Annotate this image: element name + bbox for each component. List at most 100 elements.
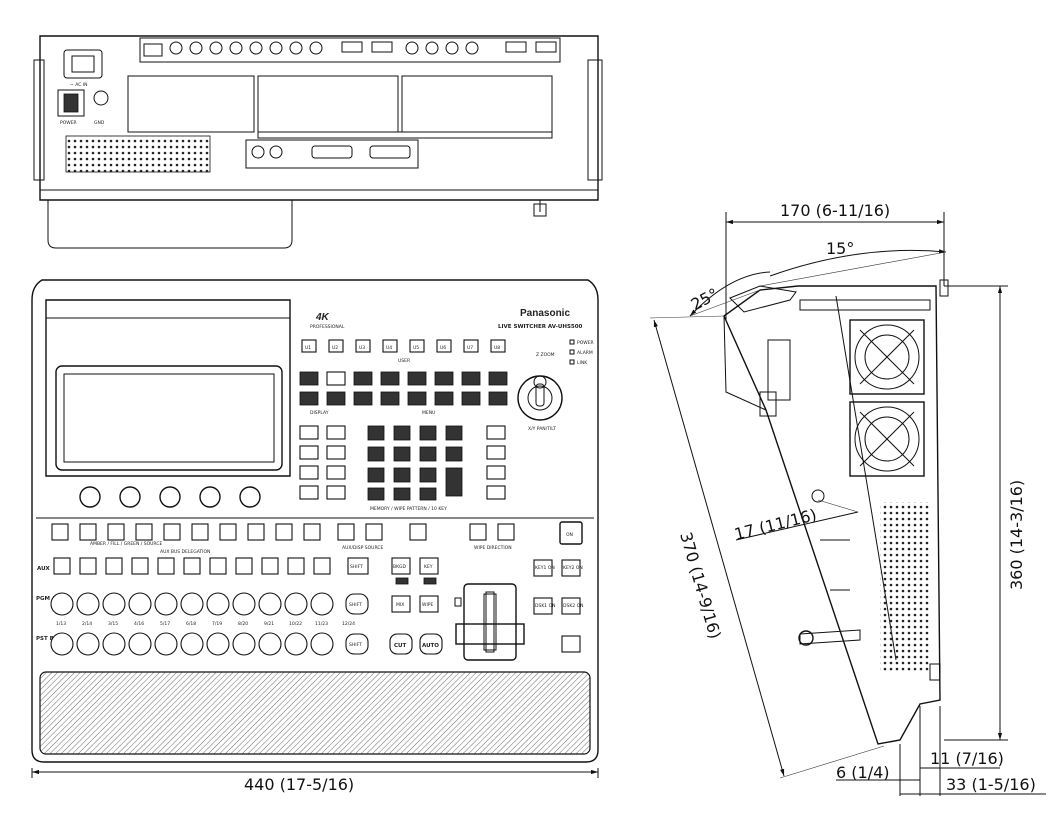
rear-vent-grille: [65, 135, 211, 173]
svg-text:DSK1 ON: DSK1 ON: [535, 603, 555, 609]
crosspoint-numbers: 1/13 2/14 3/15 4/16 5/17 6/18 7/19 8/20 …: [56, 621, 355, 627]
dim-angle-15: 15°: [826, 239, 854, 258]
svg-text:AUX/DISP SOURCE: AUX/DISP SOURCE: [342, 545, 384, 551]
transition-fader[interactable]: [463, 583, 517, 661]
svg-text:MIX: MIX: [396, 602, 404, 608]
svg-text:7/19: 7/19: [212, 621, 222, 627]
cooling-fan-icon: [849, 401, 925, 477]
function-knobs: [79, 486, 261, 508]
bnc-connectors: [169, 41, 479, 55]
dim-angle-25: 25°: [688, 284, 722, 314]
knob-f1-icon[interactable]: [79, 486, 101, 508]
dim-height-370: 370 (14-9/16): [676, 530, 725, 641]
on-button[interactable]: [559, 521, 583, 545]
dim-width: 440 (17-5/16): [244, 775, 354, 794]
user-button-u5[interactable]: [409, 339, 425, 353]
svg-text:U3: U3: [359, 345, 365, 351]
svg-text:ALARM: ALARM: [577, 350, 593, 356]
svg-text:8/20: 8/20: [238, 621, 248, 627]
aux-delegation-row: ON AMBER / FILL / GREEN / SOURCE AUX BUS…: [51, 521, 583, 555]
svg-text:DSK2 ON: DSK2 ON: [563, 603, 583, 609]
svg-text:12/24: 12/24: [342, 621, 355, 627]
svg-text:WIPE: WIPE: [422, 602, 433, 608]
svg-text:X/Y PAN/TILT: X/Y PAN/TILT: [528, 426, 556, 432]
lcd-screen: [55, 365, 283, 471]
user-button-u7[interactable]: [463, 339, 479, 353]
svg-text:ON: ON: [566, 532, 573, 538]
knob-f2-icon[interactable]: [119, 486, 141, 508]
mix-button[interactable]: [391, 595, 411, 613]
cut-button[interactable]: [389, 633, 413, 655]
svg-text:DISPLAY: DISPLAY: [310, 410, 329, 416]
user-button-u4[interactable]: [382, 339, 398, 353]
key-button[interactable]: [419, 557, 439, 575]
svg-text:MENU: MENU: [422, 410, 435, 416]
dim-6: 6 (1/4): [836, 763, 890, 782]
user-button-u3[interactable]: [355, 339, 371, 353]
wipe-button[interactable]: [419, 595, 439, 613]
rear-view: ~ AC IN POWER GND: [33, 35, 603, 249]
ac-inlet-icon: [63, 49, 103, 79]
gnd-terminal-icon: [93, 90, 109, 106]
svg-text:1/13: 1/13: [56, 621, 66, 627]
pgm-bus-row: PGM A SHIFT: [36, 592, 369, 616]
svg-text:U7: U7: [467, 345, 473, 351]
dim-11: 11 (7/16): [930, 749, 1004, 768]
svg-text:PST B: PST B: [36, 636, 54, 642]
svg-text:CUT: CUT: [394, 643, 407, 649]
knob-f4-icon[interactable]: [199, 486, 221, 508]
front-view: Panasonic LIVE SWITCHER AV-UHS500 4K PRO…: [31, 279, 599, 763]
memory-keypad: MEMORY / WIPE PATTERN / 10 KEY: [299, 425, 506, 512]
svg-text:6/18: 6/18: [186, 621, 196, 627]
joystick[interactable]: Z ZOOM X/Y PAN/TILT: [517, 352, 563, 432]
svg-text:9/21: 9/21: [264, 621, 274, 627]
dim-17: 17 (11/16): [732, 505, 818, 544]
svg-text:AUX BUS DELEGATION: AUX BUS DELEGATION: [160, 549, 210, 555]
svg-text:5/17: 5/17: [160, 621, 170, 627]
palm-rest: [39, 671, 591, 755]
knob-f3-icon[interactable]: [159, 486, 181, 508]
side-vent-grille: [880, 502, 930, 672]
user-button-u6[interactable]: [436, 339, 452, 353]
pst-bus-row: PST B SHIFT: [36, 632, 369, 656]
option-slot-1: [127, 75, 255, 133]
option-slot-2: [257, 75, 399, 133]
svg-text:U8: U8: [494, 345, 500, 351]
fader-knob-icon: [798, 630, 814, 646]
svg-text:Z ZOOM: Z ZOOM: [536, 352, 555, 358]
svg-text:AUX: AUX: [37, 566, 51, 572]
svg-text:KEY2 ON: KEY2 ON: [563, 565, 583, 571]
auto-button[interactable]: [419, 633, 443, 655]
user-button-u8[interactable]: [490, 339, 506, 353]
model-label: LIVE SWITCHER AV-UHS500: [498, 324, 583, 330]
pst-shift-button[interactable]: [345, 633, 369, 655]
dim-depth: 170 (6-11/16): [780, 201, 890, 220]
dsub-connector-icon: [369, 145, 411, 159]
knob-f5-icon[interactable]: [239, 486, 261, 508]
svg-text:U1: U1: [305, 345, 311, 351]
svg-text:SHIFT: SHIFT: [349, 602, 362, 608]
brand-logo: Panasonic: [520, 308, 570, 319]
svg-text:SHIFT: SHIFT: [350, 564, 363, 570]
aux-shift-button[interactable]: [347, 557, 369, 575]
dim-33: 33 (1-5/16): [946, 775, 1036, 794]
svg-text:2/14: 2/14: [82, 621, 92, 627]
aux-bus-row: AUX SHIFT: [37, 557, 369, 575]
status-indicators: POWER ALARM LINK: [569, 339, 594, 366]
logo-4k: 4K: [315, 312, 330, 323]
option-slot-3: [401, 75, 553, 133]
pgm-shift-button[interactable]: [345, 593, 369, 615]
lcd-monitor: [45, 299, 291, 477]
user-button-u2[interactable]: [328, 339, 344, 353]
svg-text:USER: USER: [398, 358, 410, 364]
bkgd-button[interactable]: [391, 557, 411, 575]
dim-height-360: 360 (14-3/16): [1007, 480, 1026, 590]
menu-button-grid: DISPLAY MENU: [299, 371, 508, 416]
svg-text:PGM A: PGM A: [36, 596, 57, 602]
svg-text:BKGD: BKGD: [393, 564, 407, 570]
cooling-fan-icon: [849, 319, 925, 395]
svg-text:3/15: 3/15: [108, 621, 118, 627]
power-switch-icon: [57, 89, 85, 117]
user-button-u1[interactable]: [301, 339, 317, 353]
